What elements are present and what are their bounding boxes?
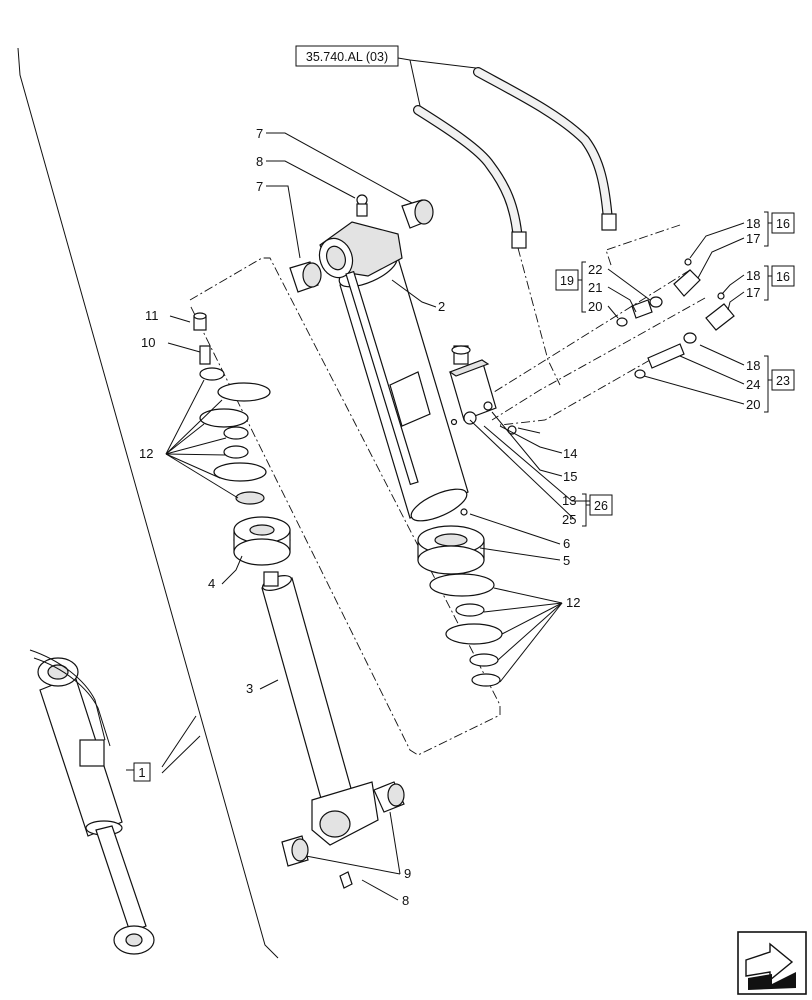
label-15[interactable]: 15 [563, 469, 577, 484]
label-16b[interactable]: 16 [776, 270, 790, 284]
cylinder-barrel [318, 194, 469, 522]
label-20a[interactable]: 20 [588, 299, 602, 314]
label-18c[interactable]: 18 [746, 358, 760, 373]
label-16a[interactable]: 16 [776, 217, 790, 231]
ref-sheet-label[interactable]: 35.740.AL (03) [306, 50, 388, 64]
callout-box-16b [771, 265, 795, 287]
callout-leaders [126, 132, 745, 901]
hose-fitting-right [601, 213, 617, 231]
screw-parts [193, 312, 211, 365]
label-2[interactable]: 2 [438, 299, 445, 314]
label-24[interactable]: 24 [746, 377, 760, 392]
hose-fitting-left [511, 231, 527, 249]
leader-ref [397, 57, 477, 69]
label-5[interactable]: 5 [563, 553, 570, 568]
label-12a[interactable]: 12 [139, 446, 153, 461]
label-20b[interactable]: 20 [746, 397, 760, 412]
label-19[interactable]: 19 [560, 274, 574, 288]
seal-stack-left [199, 367, 271, 505]
label-22[interactable]: 22 [588, 262, 602, 277]
label-3[interactable]: 3 [246, 681, 253, 696]
label-10[interactable]: 10 [141, 335, 155, 350]
callout-box-19 [555, 269, 579, 291]
label-17b[interactable]: 17 [746, 285, 760, 300]
label-8b[interactable]: 8 [402, 893, 409, 908]
piston [233, 516, 291, 566]
ref-sheet-box [295, 45, 399, 67]
label-7a[interactable]: 7 [256, 126, 263, 141]
callout-box-26 [589, 494, 613, 516]
label-8a[interactable]: 8 [256, 154, 263, 169]
label-1[interactable]: 1 [138, 765, 145, 780]
label-6[interactable]: 6 [563, 536, 570, 551]
label-26[interactable]: 26 [594, 499, 608, 513]
callout-box-1 [133, 762, 151, 782]
piston-rod [261, 571, 405, 889]
seal-stack-right [429, 573, 503, 687]
thumbnail-cylinder [29, 649, 155, 955]
bushings-top [289, 199, 434, 293]
label-12b[interactable]: 12 [566, 595, 580, 610]
hoses [413, 67, 617, 249]
label-13[interactable]: 13 [562, 493, 576, 508]
label-18b[interactable]: 18 [746, 268, 760, 283]
label-11[interactable]: 11 [145, 308, 159, 323]
fittings [616, 258, 735, 379]
valve-block [448, 345, 541, 435]
frame-line [17, 47, 279, 959]
label-17a[interactable]: 17 [746, 231, 760, 246]
part-labels: 1 2 3 4 5 6 7 7 8 8 9 10 11 12 12 13 14 … [138, 126, 790, 908]
label-18a[interactable]: 18 [746, 216, 760, 231]
callout-box-23 [771, 369, 795, 391]
group-brackets [578, 211, 772, 527]
label-21[interactable]: 21 [588, 280, 602, 295]
label-4[interactable]: 4 [208, 576, 215, 591]
arrow-navigation-icon[interactable] [737, 931, 807, 995]
label-9[interactable]: 9 [404, 866, 411, 881]
label-14[interactable]: 14 [563, 446, 577, 461]
label-25[interactable]: 25 [562, 512, 576, 527]
callout-box-16a [771, 212, 795, 234]
gland [417, 508, 485, 575]
label-23[interactable]: 23 [776, 374, 790, 388]
label-7b[interactable]: 7 [256, 179, 263, 194]
centerlines [189, 224, 706, 756]
